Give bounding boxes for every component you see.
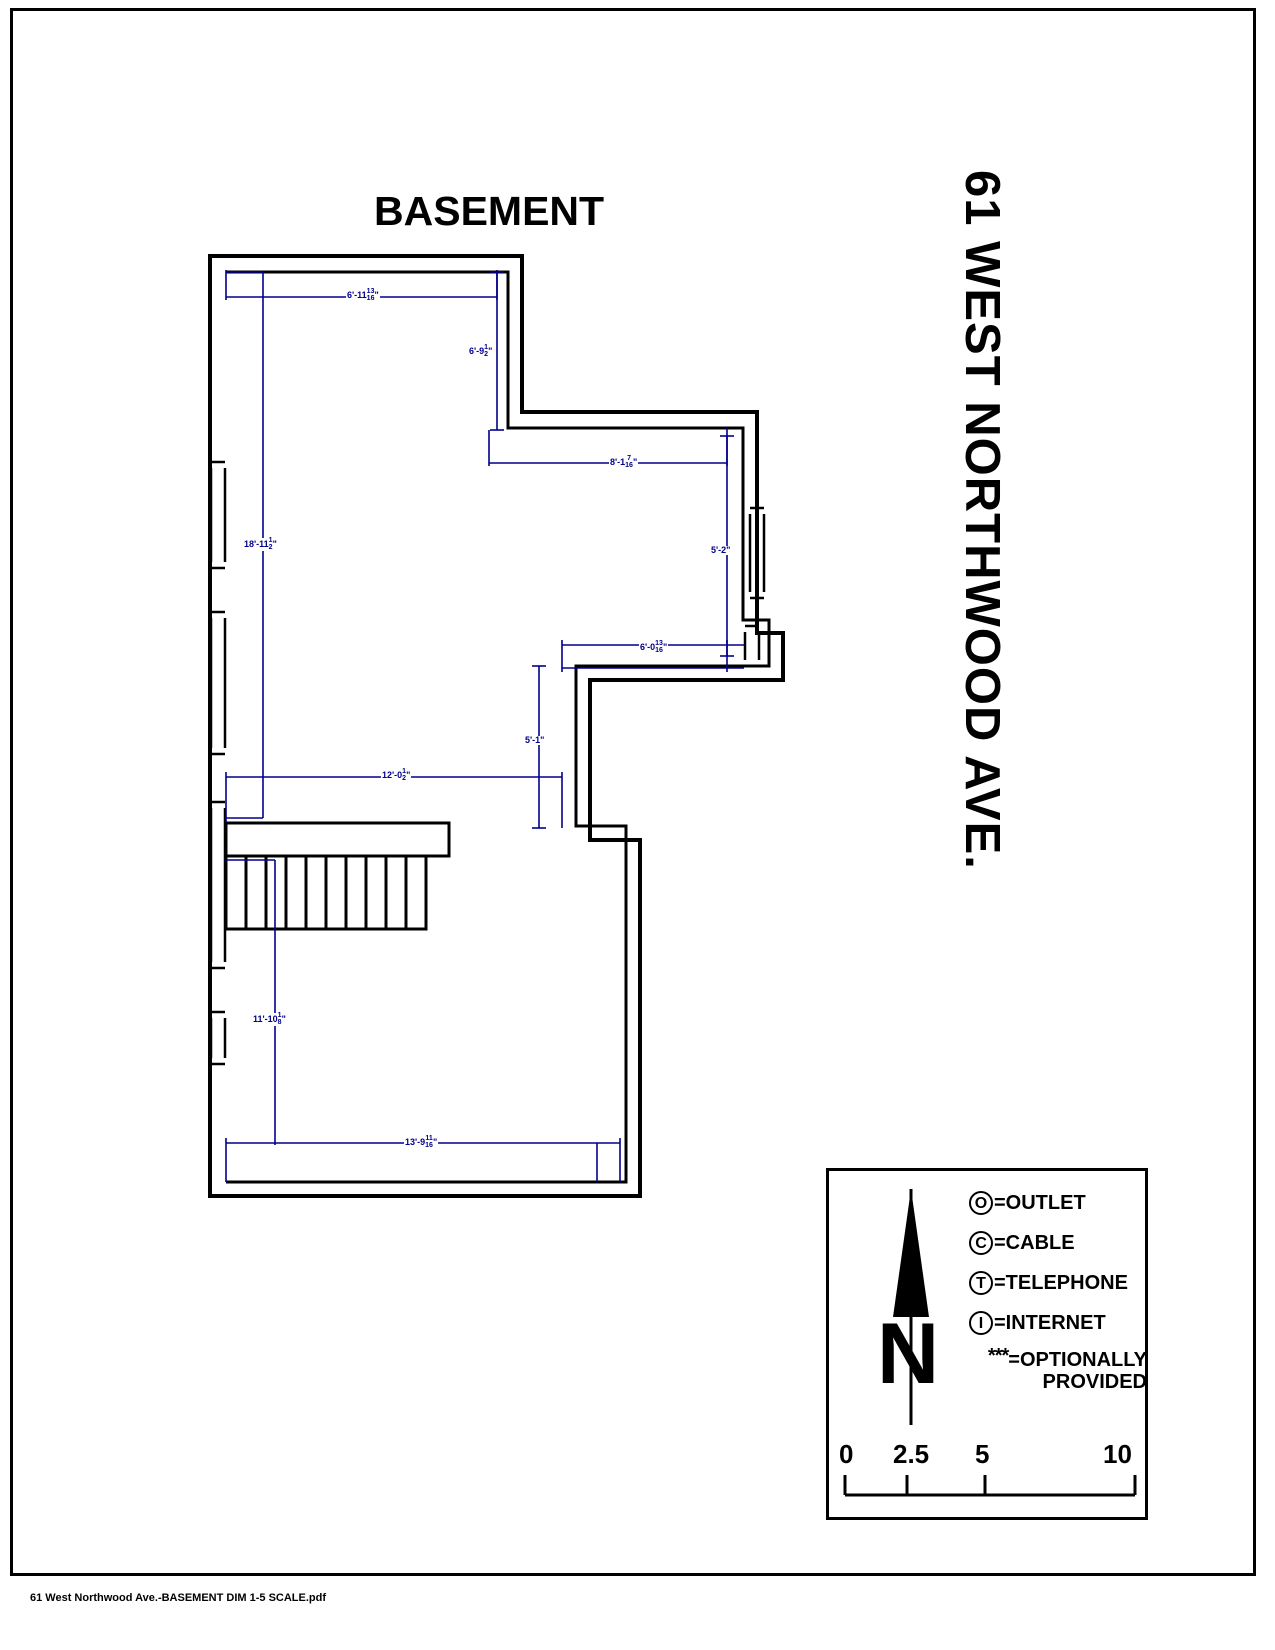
legend-item-telephone: T =TELEPHONE bbox=[969, 1263, 1147, 1303]
dimension-lines bbox=[225, 270, 744, 1182]
wall-outline bbox=[208, 254, 785, 1198]
dimension-label-inner-vert: 5'-1" bbox=[524, 735, 546, 745]
legend-item-optional: ***=OPTIONALLY PROVIDED bbox=[969, 1345, 1147, 1393]
scale-tick-label-2-5: 2.5 bbox=[893, 1439, 930, 1469]
right-wall-notches bbox=[743, 506, 766, 660]
legend-item-cable: C =CABLE bbox=[969, 1223, 1147, 1263]
staircase bbox=[224, 821, 451, 931]
page-border bbox=[10, 8, 1256, 1576]
page-title: BASEMENT bbox=[374, 188, 605, 234]
wall-opening-jambs bbox=[209, 460, 227, 1066]
scale-tick-label-5: 5 bbox=[975, 1439, 990, 1469]
filename-footer: 61 West Northwood Ave.-BASEMENT DIM 1-5 … bbox=[30, 1592, 327, 1604]
cable-icon: C bbox=[969, 1231, 993, 1255]
legend-label-internet: =INTERNET bbox=[994, 1311, 1106, 1334]
scale-bar: 0 2.5 5 10 bbox=[835, 1439, 1145, 1517]
scale-tick-label-0: 0 bbox=[839, 1439, 854, 1469]
legend-box: N O =OUTLET C =CABLE T =TELEPHONE I =INT… bbox=[826, 1168, 1148, 1520]
wall-inner-face bbox=[226, 270, 771, 1184]
legend-label-outlet: =OUTLET bbox=[994, 1191, 1086, 1214]
legend-item-outlet: O =OUTLET bbox=[969, 1183, 1147, 1223]
legend-label-optional-2: PROVIDED bbox=[1042, 1371, 1147, 1393]
legend-label-optional: =OPTIONALLY bbox=[1008, 1349, 1147, 1371]
outlet-icon: O bbox=[969, 1191, 993, 1215]
north-arrow-icon bbox=[893, 1189, 929, 1425]
legend-label-telephone: =TELEPHONE bbox=[994, 1271, 1128, 1294]
internet-icon: I bbox=[969, 1311, 993, 1335]
dimension-label-right-mid: 5'-2" bbox=[710, 545, 732, 555]
north-letter: N bbox=[877, 1306, 940, 1402]
legend-items: O =OUTLET C =CABLE T =TELEPHONE I =INTER… bbox=[969, 1183, 1147, 1393]
scale-ruler bbox=[843, 1475, 1137, 1497]
scale-tick-label-10: 10 bbox=[1103, 1439, 1132, 1469]
telephone-icon: T bbox=[969, 1271, 993, 1295]
legend-label-cable: =CABLE bbox=[994, 1231, 1075, 1254]
legend-item-internet: I =INTERNET bbox=[969, 1303, 1147, 1343]
asterisks-icon: *** bbox=[987, 1345, 1009, 1367]
